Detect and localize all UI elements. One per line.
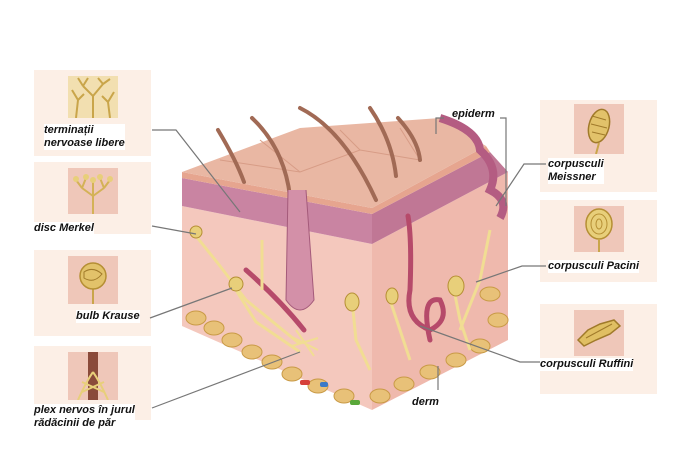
pacini-label: corpusculi Pacini — [548, 260, 640, 273]
panel-krause-bulb — [34, 250, 151, 336]
leader-meissner — [495, 163, 546, 207]
meissner-icon — [587, 108, 611, 154]
ruffini-label: corpusculi Ruffini — [540, 358, 634, 371]
epidermis-right — [372, 152, 508, 244]
krause-bulb-label: bulb Krause — [76, 310, 140, 323]
leader-ruffini — [419, 325, 540, 363]
leader-free-nerve-endings — [152, 129, 241, 213]
leader-merkel — [151, 225, 197, 235]
leader-hair-plexus — [151, 351, 301, 409]
hair-root-plexus-label: plex nervos în jurul rădăcinii de păr — [34, 404, 135, 430]
dermis-label: derm — [412, 396, 439, 408]
meissner-label: corpusculi Meissner — [548, 158, 604, 184]
pacini-icon — [585, 208, 613, 252]
hair-plexus-icon — [77, 352, 109, 400]
leader-krause — [149, 287, 233, 319]
skin-surface — [182, 118, 486, 208]
merkel-disc-label: disc Merkel — [34, 222, 94, 235]
dermis-front — [182, 206, 372, 410]
epidermis-front — [182, 178, 372, 244]
panel-ruffini — [540, 304, 657, 394]
leader-epidermis-2 — [500, 117, 507, 206]
leader-epidermis — [435, 117, 444, 134]
free-nerve-endings-icon — [71, 77, 115, 118]
epidermis-label: epiderm — [452, 108, 495, 120]
merkel-disc-icon — [73, 174, 113, 214]
ruffini-icon — [576, 319, 622, 347]
free-nerve-endings-label: terminații nervoase libere — [44, 124, 125, 150]
krause-bulb-icon — [79, 262, 107, 304]
leader-pacini — [475, 265, 546, 283]
